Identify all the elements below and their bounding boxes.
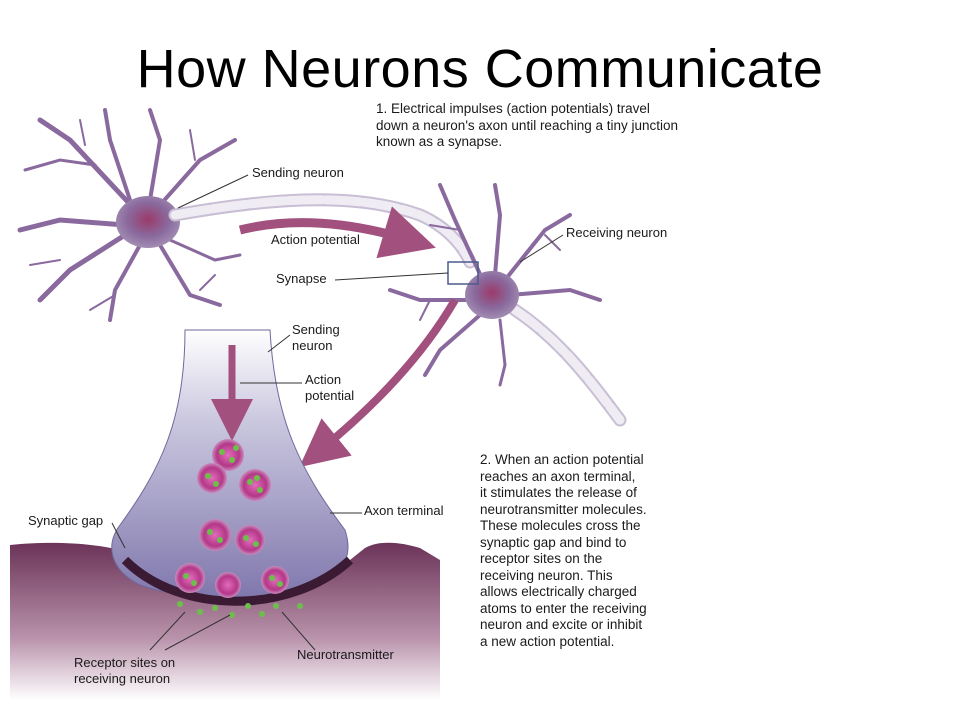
zoom-arrow [299,297,459,468]
action-potential-arrow [238,206,436,259]
neurotransmitters [177,445,303,618]
label-synapse: Synapse [276,271,327,286]
label-action-potential-2: Action potential [305,372,355,403]
step-2-text: 2. When an action potential reaches an a… [480,452,647,649]
slide-title: How Neurons Communicate [136,39,824,99]
leader-lines [111,174,564,651]
label-action-potential: Action potential [271,232,360,247]
label-receiving-neuron: Receiving neuron [566,225,668,240]
label-synaptic-gap: Synaptic gap [28,513,104,528]
label-neurotransmitter: Neurotransmitter [297,647,394,662]
receiving-neuron [388,183,627,427]
label-receptor-sites: Receptor sites on receiving neuron [74,655,176,686]
label-sending-neuron: Sending neuron [252,165,344,180]
step-1-text: 1. Electrical impulses (action potential… [376,101,679,149]
sending-neuron [17,108,242,322]
axon [168,193,477,269]
label-sending-neuron-2: Sending neuron [292,322,340,353]
label-axon-terminal: Axon terminal [364,503,444,518]
